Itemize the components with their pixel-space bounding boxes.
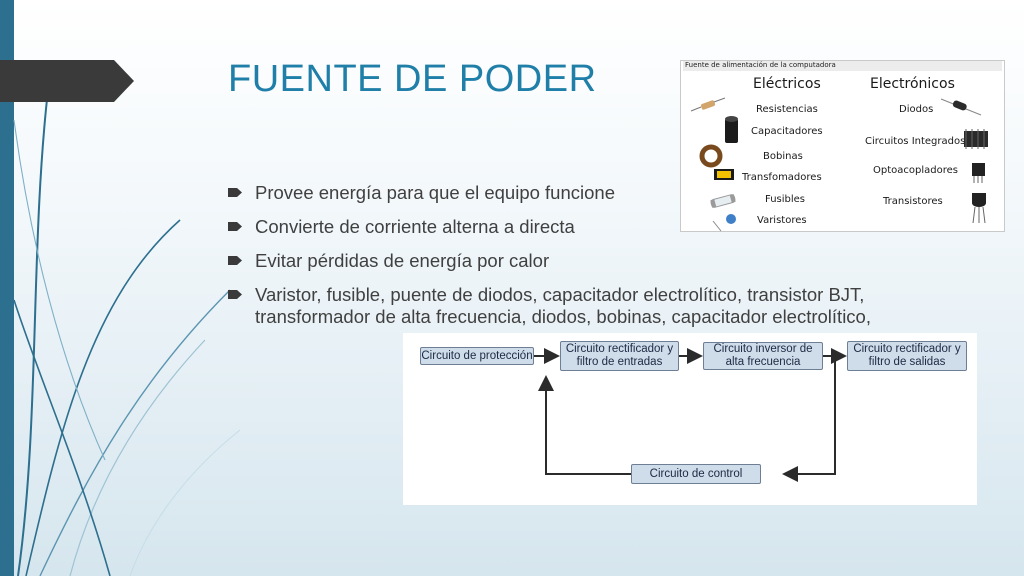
bullet-item: Varistor, fusible, puente de diodos, cap…	[228, 284, 968, 327]
transformer-icon	[714, 169, 734, 180]
diode-icon	[940, 98, 982, 116]
arrow-bullet-icon	[228, 256, 242, 265]
bullet-text: Convierte de corriente alterna a directa	[255, 216, 575, 237]
bullet-item: Evitar pérdidas de energía por calor	[228, 250, 968, 272]
title-tab-shape	[0, 60, 134, 102]
optocoupler-icon	[972, 163, 985, 183]
left-accent-bar	[0, 0, 14, 576]
block-inversor-alta-frecuencia: Circuito inversor de alta frecuencia	[703, 342, 823, 370]
resistor-icon	[690, 97, 726, 112]
block-rectificador-salidas: Circuito rectificador y filtro de salida…	[847, 341, 967, 371]
item-optoacopladores: Optoacopladores	[873, 165, 958, 176]
coil-icon	[699, 144, 723, 168]
capacitor-icon	[725, 116, 738, 143]
fuse-icon	[710, 194, 736, 208]
integrated-circuit-icon	[964, 129, 988, 149]
item-capacitadores: Capacitadores	[751, 126, 823, 137]
bullet-text: Evitar pérdidas de energía por calor	[255, 250, 550, 271]
item-transformadores: Transfomadores	[742, 172, 822, 183]
bullet-list: Provee energía para que el equipo funcio…	[228, 182, 968, 340]
power-supply-flow-diagram: Circuito de protección Circuito rectific…	[403, 333, 977, 505]
flow-arrows	[534, 348, 847, 482]
arrow-bullet-icon	[228, 222, 242, 231]
component-drawings	[690, 97, 988, 232]
table-caption: Fuente de alimentación de la computadora	[685, 61, 836, 69]
item-fusibles: Fusibles	[765, 194, 806, 205]
block-rectificador-entradas: Circuito rectificador y filtro de entrad…	[560, 341, 679, 371]
bullet-text: Varistor, fusible, puente de diodos, cap…	[255, 284, 871, 327]
arrow-bullet-icon	[228, 290, 242, 299]
item-resistencias: Resistencias	[756, 104, 818, 115]
slide-title: FUENTE DE PODER	[228, 58, 597, 100]
item-bobinas: Bobinas	[763, 151, 803, 162]
header-electronicos: Electrónicos	[870, 76, 955, 92]
bullet-item: Provee energía para que el equipo funcio…	[228, 182, 968, 204]
table-caption-bar	[683, 61, 1002, 71]
bullet-item: Convierte de corriente alterna a directa	[228, 216, 968, 238]
block-circuito-proteccion: Circuito de protección	[420, 347, 534, 365]
decorative-curves	[13, 89, 240, 576]
header-electricos: Eléctricos	[753, 76, 821, 92]
transistor-icon	[972, 193, 986, 224]
varistor-icon	[712, 214, 736, 232]
block-circuito-control: Circuito de control	[631, 464, 761, 484]
item-transistores: Transistores	[883, 196, 943, 207]
bullet-text: Provee energía para que el equipo funcio…	[255, 182, 615, 203]
arrow-bullet-icon	[228, 188, 242, 197]
components-table-image: Fuente de alimentación de la computadora…	[680, 60, 1005, 232]
item-circuitos-integrados: Circuitos Integrados	[865, 136, 966, 147]
item-diodos: Diodos	[899, 104, 934, 115]
item-varistores: Varistores	[757, 215, 807, 226]
